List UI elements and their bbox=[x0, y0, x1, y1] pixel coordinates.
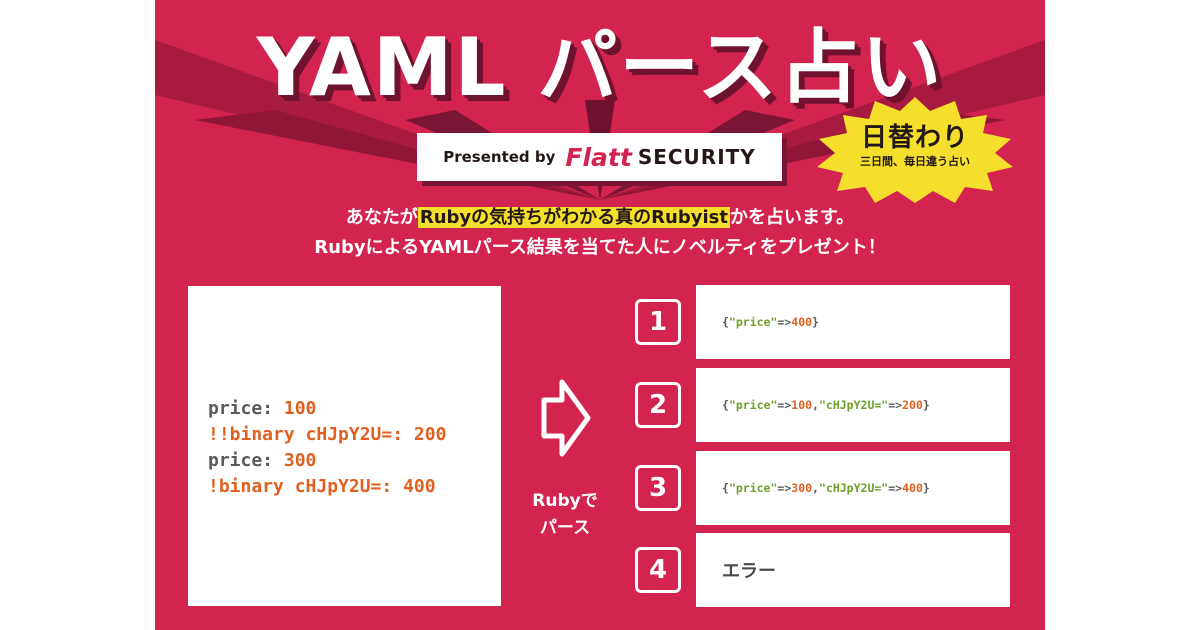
starburst-shape bbox=[817, 97, 1013, 203]
code-line: !binary cHJpY2U=: 400 bbox=[208, 474, 501, 500]
brand-logo-flatt: Flatt bbox=[565, 142, 632, 172]
result-token: "price" bbox=[728, 481, 778, 495]
result-token: { bbox=[722, 315, 729, 329]
code-value: 300 bbox=[283, 450, 317, 471]
presented-by-label: Presented by bbox=[443, 148, 556, 166]
badge-main-text: 日替わり bbox=[860, 123, 969, 153]
result-token: 100 bbox=[791, 398, 813, 412]
presented-by-banner: Presented by Flatt SECURITY bbox=[417, 133, 782, 181]
intro-text: を占います。 bbox=[747, 207, 855, 228]
badge-sub-text: 三日間、毎日違う占い bbox=[860, 155, 970, 168]
result-token: } bbox=[922, 398, 930, 412]
option-result: {"price"=>100,"cHJpY2U="=>200} bbox=[696, 368, 1010, 442]
answer-option-2: 2 {"price"=>100,"cHJpY2U="=>200} bbox=[635, 368, 1010, 442]
brand-logo-security: SECURITY bbox=[637, 145, 756, 169]
parse-label-line: パース bbox=[539, 518, 591, 538]
code-value: !binary cHJpY2U=: 400 bbox=[208, 476, 436, 497]
parse-label-line: Rubyで bbox=[532, 491, 598, 511]
code-line: !!binary cHJpY2U=: 200 bbox=[208, 422, 501, 448]
code-key: price: bbox=[208, 398, 274, 419]
intro-text: あなたが bbox=[345, 207, 418, 228]
result-token: 200 bbox=[902, 398, 923, 412]
result-token: => bbox=[888, 398, 903, 412]
option-result: {"price"=>300,"cHJpY2U="=>400} bbox=[696, 451, 1010, 525]
result-token: => bbox=[888, 481, 903, 495]
intro-text: か bbox=[729, 207, 748, 228]
result-token: => bbox=[777, 398, 792, 412]
intro-line-2: RubyによるYAMLパース結果を当てた人にノベルティをプレゼント！ bbox=[314, 237, 886, 258]
answer-option-3: 3 {"price"=>300,"cHJpY2U="=>400} bbox=[635, 451, 1010, 525]
parse-label: Rubyで パース bbox=[510, 488, 620, 542]
result-token: "price" bbox=[728, 315, 778, 329]
result-token: , bbox=[812, 481, 819, 495]
result-token: "price" bbox=[728, 398, 778, 412]
result-token: "cHJpY2U=" bbox=[818, 481, 889, 495]
result-token: 400 bbox=[902, 481, 923, 495]
right-arrow-icon bbox=[541, 379, 591, 457]
code-value: 100 bbox=[283, 398, 317, 419]
code-line: price: 300 bbox=[208, 448, 501, 474]
result-token: } bbox=[812, 315, 819, 329]
answer-option-1: 1 {"price"=>400} bbox=[635, 285, 1010, 359]
option-number: 3 bbox=[635, 465, 681, 511]
code-line: price: 100 bbox=[208, 396, 501, 422]
result-token: , bbox=[812, 398, 819, 412]
result-token: { bbox=[722, 398, 729, 412]
code-key: price: bbox=[208, 450, 274, 471]
result-token: "cHJpY2U=" bbox=[818, 398, 889, 412]
result-token: => bbox=[777, 315, 792, 329]
code-value: !!binary cHJpY2U=: 200 bbox=[208, 424, 447, 445]
page-title: YAML パース占い bbox=[256, 21, 944, 114]
poster-card: YAML パース占い 日替わり 三日間、毎日違う占い Presented by … bbox=[155, 0, 1045, 630]
option-number: 1 bbox=[635, 299, 681, 345]
result-token: => bbox=[777, 481, 792, 495]
result-token: 400 bbox=[791, 315, 813, 329]
option-number: 4 bbox=[635, 547, 681, 593]
result-token: { bbox=[722, 481, 729, 495]
result-token: } bbox=[922, 481, 930, 495]
intro-highlight: Rubyの気持ちがわかる真のRubyist bbox=[417, 207, 730, 228]
daily-badge: 日替わり 三日間、毎日違う占い bbox=[815, 95, 1015, 205]
yaml-code-box: price: 100 !!binary cHJpY2U=: 200 price:… bbox=[188, 286, 501, 606]
answer-option-4: 4 エラー bbox=[635, 533, 1010, 607]
option-number: 2 bbox=[635, 382, 681, 428]
option-result: {"price"=>400} bbox=[696, 285, 1010, 359]
result-token: 300 bbox=[791, 481, 813, 495]
option-result: エラー bbox=[696, 533, 1010, 607]
